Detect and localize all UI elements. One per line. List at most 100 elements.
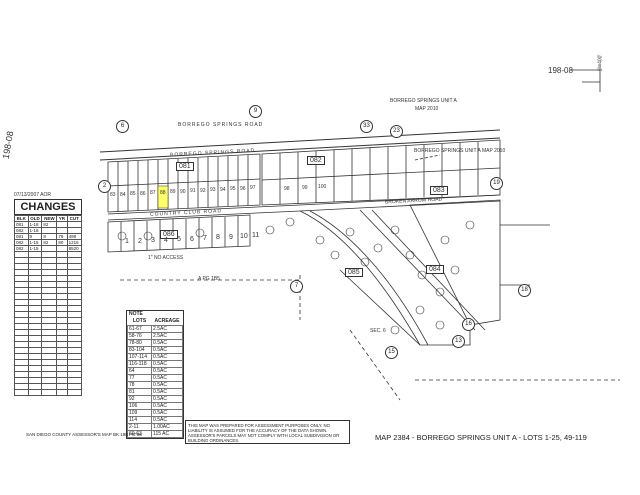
lot-number: 97	[250, 185, 256, 191]
changes-empty-row	[14, 323, 83, 330]
lot-number: 94	[220, 187, 226, 193]
lot-number: 98	[284, 186, 290, 192]
note-cell: 83-104	[126, 346, 153, 354]
a-pg-label: A PG 1B5	[198, 276, 220, 282]
changes-date-stamp: 07/13/2007 AOR	[14, 192, 51, 198]
note-cell: 60-63	[126, 430, 153, 438]
no-access-label: 1" NO ACCESS	[148, 255, 184, 261]
note-cell: 92	[126, 395, 153, 403]
note-cell: 0.5AC	[151, 339, 183, 347]
lot-number: 3	[151, 237, 155, 244]
section-marker: 23	[390, 125, 403, 138]
note-col-header: LOTS	[132, 318, 147, 324]
lot-number: 4	[164, 237, 168, 244]
changes-cell	[66, 389, 83, 396]
parcel-label: 086	[160, 230, 178, 239]
section-marker: 2	[98, 180, 111, 193]
lot-number: 100	[318, 184, 327, 190]
lot-number: 11	[252, 232, 260, 239]
map-title: MAP 2384 - BORREGO SPRINGS UNIT A - LOTS…	[375, 433, 587, 442]
parcel-label: 083	[430, 186, 448, 195]
lot-number: 89	[170, 189, 176, 195]
lot-number: 9	[229, 234, 233, 241]
section-marker: 33	[360, 120, 373, 133]
note-cell: 0.5AC	[151, 402, 183, 410]
note-cell: 81	[126, 388, 153, 396]
lot-number: 8	[216, 234, 220, 241]
note-cell: 0.5AC	[151, 353, 183, 361]
changes-title: CHANGES	[14, 199, 82, 215]
parcel-label: 084	[426, 265, 444, 274]
changes-cell	[56, 389, 68, 396]
lot-number: 10	[240, 233, 248, 240]
lot-number: 90	[180, 189, 186, 195]
footer-label: SAN DIEGO COUNTY ASSESSOR'S MAP BK 198 P…	[26, 432, 142, 437]
changes-col-header: NEW	[41, 215, 58, 222]
lot-number: 6	[190, 236, 194, 243]
unit-map: MAP 2010	[415, 106, 439, 112]
note-cell: 114	[126, 416, 153, 424]
lot-number: 84	[120, 192, 126, 198]
lot-number: 2	[138, 238, 142, 245]
section-marker: 9	[249, 105, 262, 118]
note-cell: 0.5AC	[151, 381, 183, 389]
section-marker: 7	[290, 280, 303, 293]
parcel-label: 081	[176, 162, 194, 171]
section-marker: 16	[462, 318, 475, 331]
changes-empty-row	[14, 389, 83, 396]
lot-number: 83	[110, 192, 116, 198]
book-page-label: 198-08	[548, 66, 573, 75]
parcel-label: 082	[307, 156, 325, 165]
section-marker: 19	[490, 177, 503, 190]
note-cell: 78-80	[126, 339, 153, 347]
scale-label: 1"=400'	[597, 54, 604, 72]
lot-number: 86	[140, 191, 146, 197]
note-title: NOTE	[129, 311, 143, 317]
note-cell: 0.5AC	[151, 360, 183, 368]
section-marker: 18	[518, 284, 531, 297]
changes-cell	[41, 389, 58, 396]
mini-title: BORREGO SPRINGS UNIT A MAP 2010	[414, 148, 506, 154]
lot-number: 95	[230, 186, 236, 192]
borrego-springs-road-upper: BORREGO SPRINGS ROAD	[178, 122, 264, 128]
note-cell: 58-76	[126, 332, 153, 340]
disclaimer-box: THIS MAP WAS PREPARED FOR ASSESSMENT PUR…	[185, 420, 350, 444]
lot-number: 87	[150, 190, 156, 196]
note-cell: 0.5AC	[151, 346, 183, 354]
note-cell: 0.5AC	[151, 416, 183, 424]
sec-6-label: SEC. 6	[370, 328, 386, 334]
note-cell: 0.5AC	[151, 374, 183, 382]
changes-cell	[27, 389, 43, 396]
note-col-header: ACREAGE	[154, 318, 180, 324]
note-cell: 1.00AC	[151, 423, 183, 431]
lot-number: 99	[302, 185, 308, 191]
changes-col-header: OLD	[27, 215, 43, 222]
note-cell: 116-118	[126, 360, 153, 368]
note-cell: 78	[126, 381, 153, 389]
lot-number: 5	[177, 236, 181, 243]
note-cell: 2.5AC	[151, 332, 183, 340]
lot-number: 1	[125, 238, 129, 245]
lot-number: 93	[210, 187, 216, 193]
note-cell: 0.5AC	[151, 409, 183, 417]
lot-number: 96	[240, 186, 246, 192]
unit-label: BORREGO SPRINGS UNIT A	[390, 98, 457, 104]
note-cell: 0.5AC	[151, 395, 183, 403]
note-cell: 107-114	[126, 353, 153, 361]
note-cell: 115 AC	[151, 430, 183, 438]
